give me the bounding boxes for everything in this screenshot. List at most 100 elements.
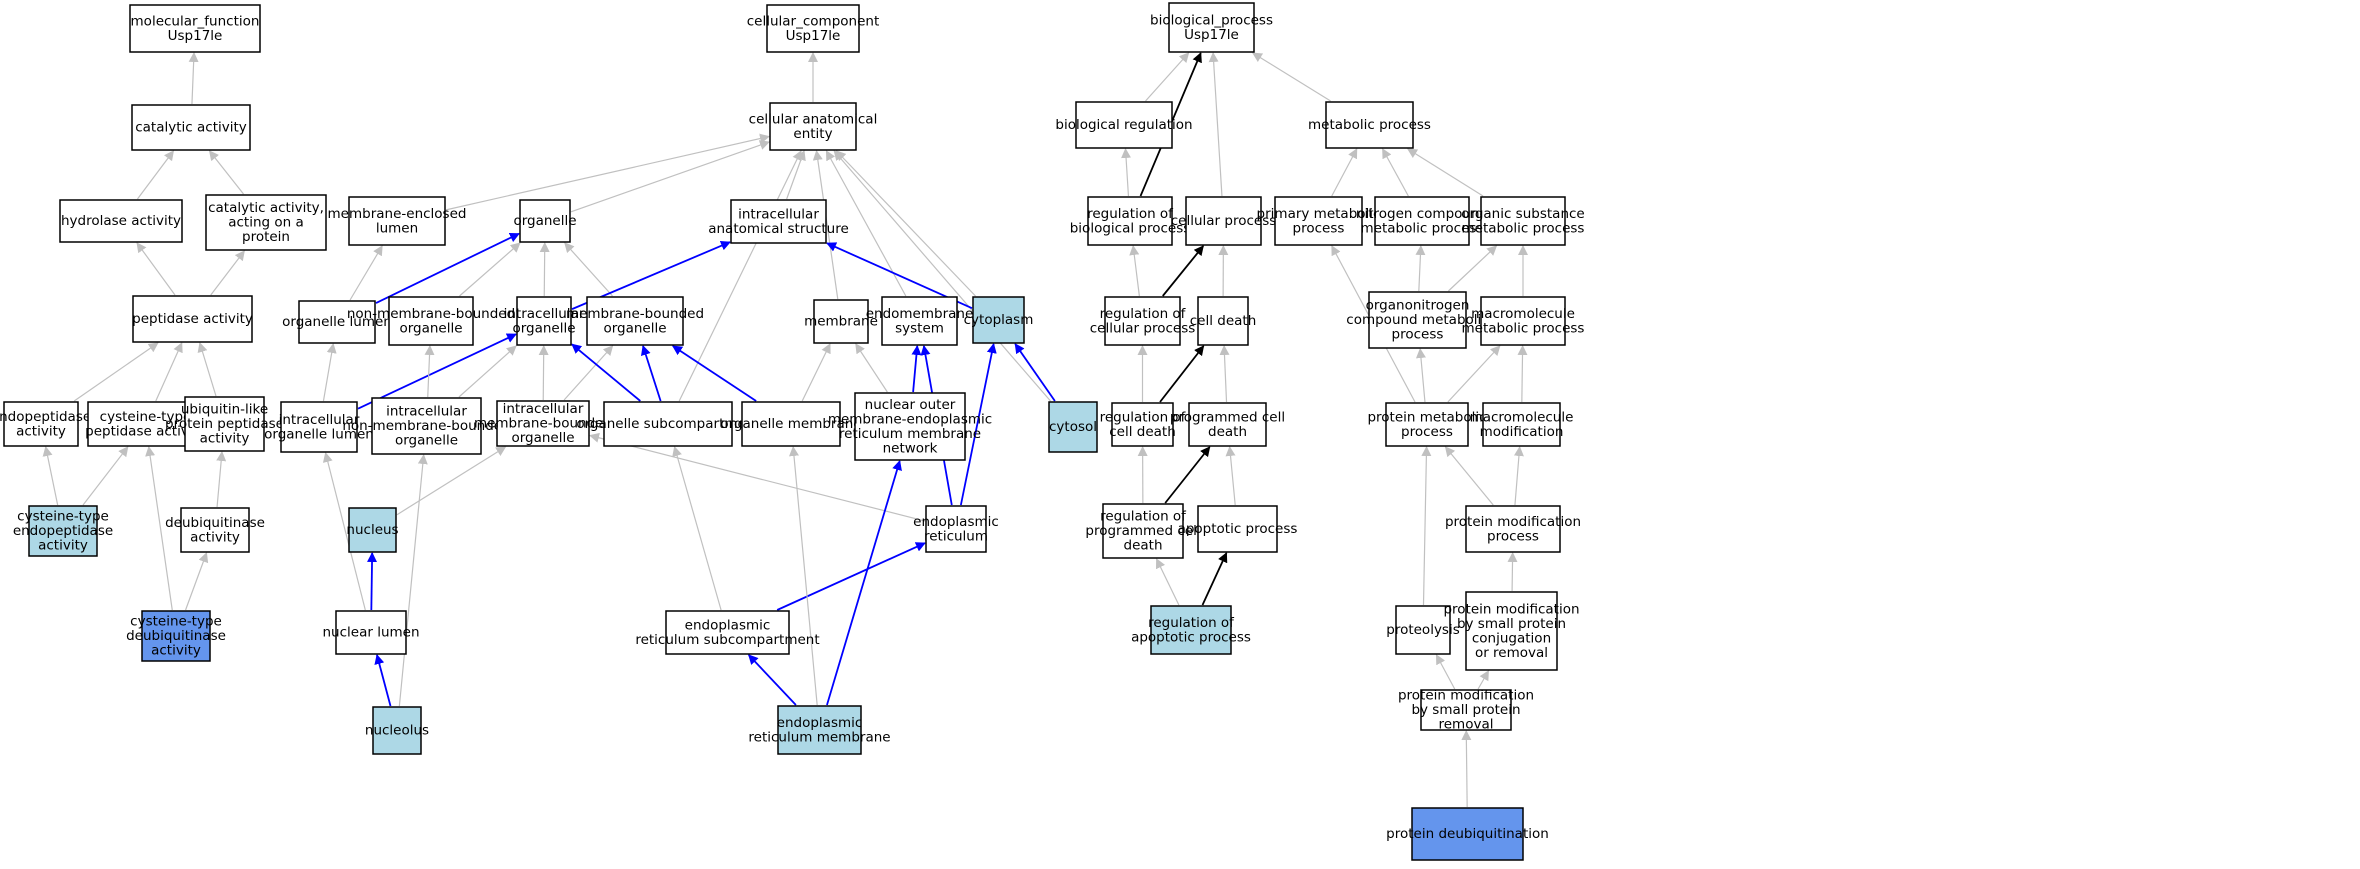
go-term-box[interactable]	[496, 400, 590, 447]
go-term-box[interactable]	[388, 296, 474, 346]
go-term-box[interactable]	[1325, 101, 1414, 149]
go-term-box[interactable]	[1465, 505, 1561, 553]
go-term-box[interactable]	[1197, 505, 1278, 553]
go-term-box[interactable]	[1168, 2, 1255, 53]
go-term-box[interactable]	[881, 296, 958, 346]
go-term-box[interactable]	[205, 194, 327, 251]
go-term-box[interactable]	[586, 296, 684, 346]
go-term-box[interactable]	[348, 507, 397, 553]
go-term-node-peptidase[interactable]: peptidase activity	[132, 295, 253, 343]
go-term-box[interactable]	[1075, 101, 1173, 149]
go-term-box[interactable]	[1274, 196, 1363, 246]
go-term-box[interactable]	[1482, 402, 1561, 447]
go-term-box[interactable]	[372, 706, 422, 755]
go-term-box[interactable]	[87, 401, 204, 447]
go-term-box[interactable]	[665, 610, 790, 655]
go-term-box[interactable]	[1368, 291, 1467, 349]
go-term-box[interactable]	[348, 196, 446, 246]
go-term-node-celldeath[interactable]: cell death	[1190, 296, 1257, 346]
go-term-box[interactable]	[298, 300, 376, 344]
go-term-box[interactable]	[1087, 196, 1173, 246]
go-term-node-nuclumen[interactable]: nuclear lumen	[322, 610, 420, 655]
go-term-box[interactable]	[184, 396, 265, 452]
go-term-box[interactable]	[1150, 605, 1232, 655]
go-term-box[interactable]	[131, 104, 251, 151]
go-term-box[interactable]	[1480, 196, 1566, 246]
go-term-node-membrane[interactable]: membrane	[804, 299, 878, 344]
go-term-node-metab[interactable]: metabolic process	[1308, 101, 1431, 149]
go-term-box[interactable]	[1395, 605, 1451, 655]
go-term-box[interactable]	[766, 4, 860, 53]
go-term-node-nucleolus[interactable]: nucleolus	[365, 706, 429, 755]
go-term-node-noerm[interactable]: nuclear outermembrane-endoplasmicreticul…	[828, 392, 992, 461]
go-term-box[interactable]	[1111, 402, 1174, 447]
go-term-box[interactable]	[519, 199, 571, 243]
go-term-box[interactable]	[180, 507, 250, 553]
go-term-node-orglumen[interactable]: organelle lumen	[282, 300, 392, 344]
go-term-box[interactable]	[132, 295, 253, 343]
go-term-box[interactable]	[1480, 296, 1566, 346]
go-term-box[interactable]	[335, 610, 407, 655]
go-term-box[interactable]	[1385, 402, 1469, 447]
go-term-node-cellproc[interactable]: cellular process	[1171, 196, 1277, 246]
go-term-box[interactable]	[59, 199, 183, 243]
go-term-box[interactable]	[141, 610, 211, 662]
go-term-node-proteolysis[interactable]: proteolysis	[1386, 605, 1460, 655]
go-term-box[interactable]	[1048, 401, 1098, 453]
go-term-node-intnmbo[interactable]: intracellularnon-membrane-boundedorganel…	[342, 397, 511, 455]
go-term-node-hydrolase[interactable]: hydrolase activity	[59, 199, 183, 243]
go-term-node-orgmem[interactable]: organelle membrane	[720, 401, 862, 447]
go-term-box[interactable]	[1102, 503, 1184, 559]
go-term-node-apop[interactable]: apoptotic process	[1178, 505, 1298, 553]
go-term-node-nucleus[interactable]: nucleus	[346, 507, 399, 553]
go-term-box[interactable]	[28, 505, 98, 557]
go-term-node-orgsub[interactable]: organelle subcompartment	[576, 401, 760, 447]
go-term-box[interactable]	[1197, 296, 1249, 346]
go-term-node-pdeub[interactable]: protein deubiquitination	[1386, 807, 1549, 861]
go-term-box[interactable]	[280, 401, 358, 453]
go-term-node-bioreg[interactable]: biological regulation	[1055, 101, 1193, 149]
go-term-box[interactable]	[1411, 807, 1524, 861]
go-term-box[interactable]	[1374, 196, 1470, 246]
go-term-box[interactable]	[1465, 591, 1558, 671]
go-term-box[interactable]	[1188, 402, 1267, 447]
go-term-box[interactable]	[603, 401, 733, 447]
go-term-box[interactable]	[3, 401, 79, 447]
go-term-box[interactable]	[777, 705, 862, 755]
